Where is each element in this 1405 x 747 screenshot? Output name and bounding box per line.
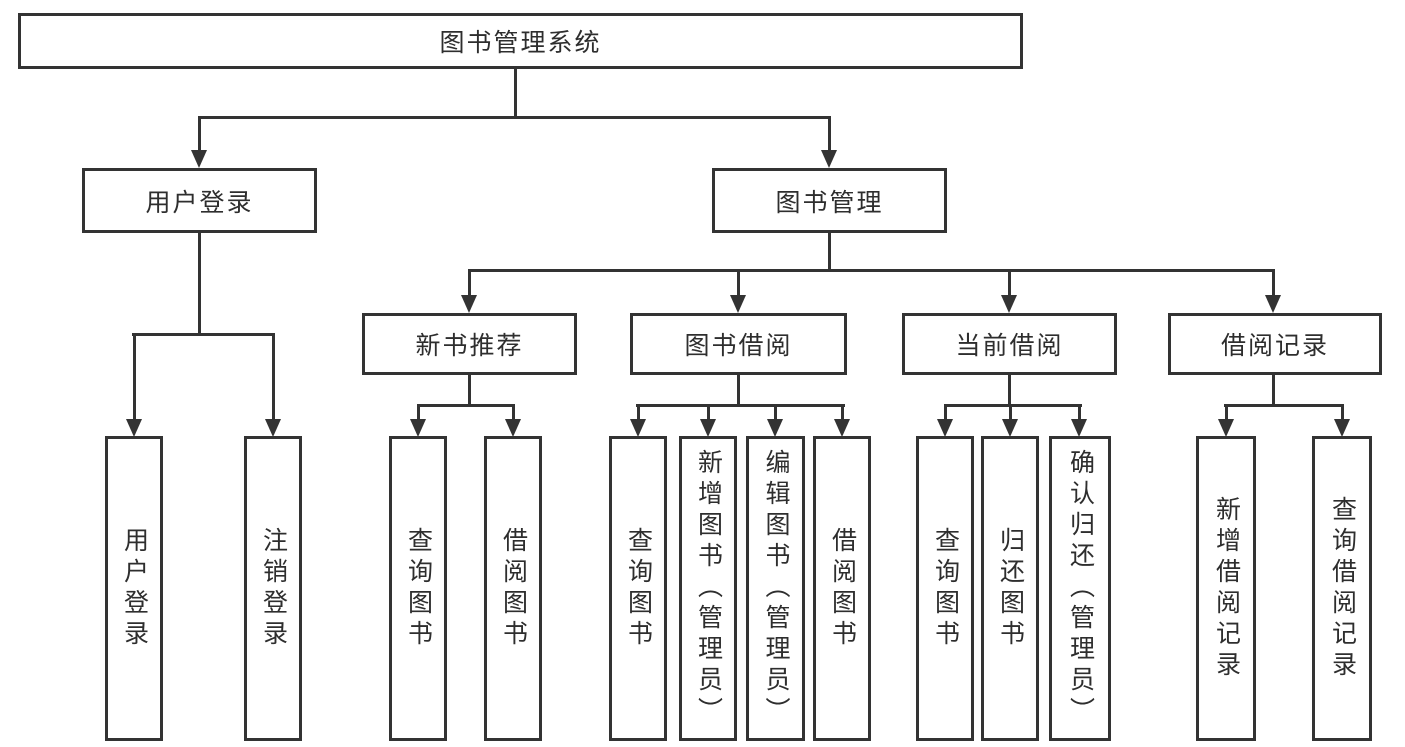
arrow-head bbox=[265, 419, 281, 437]
node-library-management-system: 图书管理系统 bbox=[18, 13, 1023, 69]
leaf-query-borrow-record: 查询借阅记录 bbox=[1312, 436, 1372, 741]
node-book-management: 图书管理 bbox=[712, 168, 947, 233]
connector-leaf bbox=[841, 406, 844, 420]
node-user-login: 用户登录 bbox=[82, 168, 317, 233]
connector-to-leaf-user-login bbox=[133, 335, 136, 419]
connector-leaf bbox=[707, 406, 710, 420]
arrow-head bbox=[126, 419, 142, 437]
arrow-head bbox=[821, 150, 837, 168]
connector-leaf bbox=[944, 406, 947, 420]
connector-leaf bbox=[1225, 406, 1228, 420]
arrow-head bbox=[630, 419, 646, 437]
arrow-head bbox=[461, 295, 477, 313]
connector-current-borrowing-bar bbox=[944, 404, 1082, 407]
leaf-borrow-books-recommend: 借阅图书 bbox=[484, 436, 542, 741]
connector-leaf bbox=[637, 406, 640, 420]
connector-to-book-management bbox=[828, 118, 831, 152]
arrow-head bbox=[937, 419, 953, 437]
connector-leaf bbox=[417, 406, 420, 420]
leaf-edit-book-admin: 编辑图书（管理员） bbox=[746, 436, 805, 741]
leaf-confirm-return-admin: 确认归还（管理员） bbox=[1049, 436, 1111, 741]
arrow-head bbox=[1218, 419, 1234, 437]
connector-book-borrowing-stem bbox=[737, 375, 740, 406]
node-borrowing-records: 借阅记录 bbox=[1168, 313, 1382, 375]
node-current-borrowing: 当前借阅 bbox=[902, 313, 1117, 375]
connector-to-borrowing-records bbox=[1272, 271, 1275, 297]
node-new-book-recommendation: 新书推荐 bbox=[362, 313, 577, 375]
leaf-add-book-admin: 新增图书（管理员） bbox=[679, 436, 737, 741]
connector-to-new-book bbox=[468, 271, 471, 297]
arrow-head bbox=[1334, 419, 1350, 437]
arrow-head bbox=[1001, 295, 1017, 313]
leaf-logout: 注销登录 bbox=[244, 436, 302, 741]
connector-user-login-stem bbox=[198, 233, 201, 336]
connector-to-leaf-logout bbox=[272, 335, 275, 419]
connector-to-user-login bbox=[198, 118, 201, 152]
node-book-borrowing: 图书借阅 bbox=[630, 313, 847, 375]
connector-borrowing-records-stem bbox=[1272, 375, 1275, 406]
connector-new-book-bar bbox=[417, 404, 515, 407]
arrow-head bbox=[191, 150, 207, 168]
arrow-head bbox=[730, 295, 746, 313]
leaf-query-books-current: 查询图书 bbox=[916, 436, 974, 741]
arrow-head bbox=[1071, 419, 1087, 437]
leaf-add-borrow-record: 新增借阅记录 bbox=[1196, 436, 1256, 741]
arrow-head bbox=[505, 419, 521, 437]
connector-root-stem bbox=[514, 69, 517, 117]
arrow-head bbox=[1002, 419, 1018, 437]
connector-level2-bar bbox=[198, 116, 831, 119]
connector-leaf bbox=[1009, 406, 1012, 420]
arrow-head bbox=[410, 419, 426, 437]
arrow-head bbox=[1265, 295, 1281, 313]
connector-book-borrowing-bar bbox=[636, 404, 845, 407]
connector-leaf bbox=[512, 406, 515, 420]
connector-borrowing-records-bar bbox=[1224, 404, 1344, 407]
leaf-query-books-borrowing: 查询图书 bbox=[609, 436, 667, 741]
connector-level3-bar bbox=[468, 269, 1275, 272]
connector-new-book-stem bbox=[468, 375, 471, 406]
connector-current-borrowing-stem bbox=[1008, 375, 1011, 406]
arrow-head bbox=[700, 419, 716, 437]
connector-leaf bbox=[774, 406, 777, 420]
leaf-borrow-books-borrowing: 借阅图书 bbox=[813, 436, 871, 741]
leaf-user-login: 用户登录 bbox=[105, 436, 163, 741]
connector-to-current-borrowing bbox=[1008, 271, 1011, 297]
arrow-head bbox=[767, 419, 783, 437]
connector-book-mgmt-stem bbox=[828, 233, 831, 272]
leaf-query-books-recommend: 查询图书 bbox=[389, 436, 447, 741]
connector-to-book-borrowing bbox=[737, 271, 740, 297]
arrow-head bbox=[834, 419, 850, 437]
leaf-return-books: 归还图书 bbox=[981, 436, 1039, 741]
connector-leaf bbox=[1341, 406, 1344, 420]
connector-user-login-bar bbox=[132, 333, 275, 336]
connector-leaf bbox=[1078, 406, 1081, 420]
